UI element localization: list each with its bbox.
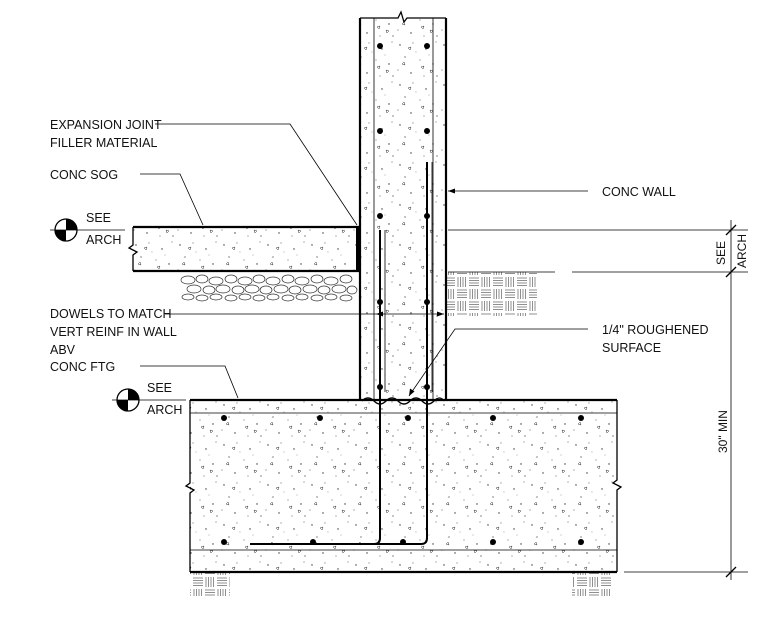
elev-arch-label-1: ARCH xyxy=(86,233,121,247)
conc-ftg-label: CONC FTG xyxy=(50,360,115,374)
soil-hatch xyxy=(190,272,612,596)
dim-see-label: SEE xyxy=(714,241,728,265)
elev-see-label-2: SEE xyxy=(147,381,172,395)
slab-on-grade xyxy=(127,225,360,273)
expansion-joint-label: EXPANSION JOINT xyxy=(50,118,162,132)
conc-sog-label: CONC SOG xyxy=(50,168,118,182)
dimensions: SEE ARCH 30" MIN xyxy=(448,220,749,580)
gravel-base xyxy=(180,274,358,302)
dim-30-min-label: 30" MIN xyxy=(716,410,730,453)
filler-material-label: FILLER MATERIAL xyxy=(50,136,157,150)
elev-see-label-1: SEE xyxy=(86,211,111,225)
conc-wall-label: CONC WALL xyxy=(602,185,676,199)
elevation-marker-footing: SEE ARCH xyxy=(112,381,186,417)
concrete-wall xyxy=(358,10,448,405)
dowel-bars xyxy=(250,300,428,545)
dowels-label-1: DOWELS TO MATCH xyxy=(50,307,172,321)
roughened-label-2: SURFACE xyxy=(602,341,661,355)
dim-arch-label: ARCH xyxy=(735,234,749,268)
dowels-label-3: ABV xyxy=(50,343,76,357)
leader-lines xyxy=(140,123,588,399)
concrete-footing xyxy=(184,398,623,574)
elev-arch-label-2: ARCH xyxy=(147,403,182,417)
dowels-label-2: VERT REINF IN WALL xyxy=(50,325,177,339)
callout-labels: EXPANSION JOINT FILLER MATERIAL CONC SOG… xyxy=(50,118,709,374)
rebar-dots xyxy=(221,43,584,545)
roughened-label-1: 1/4" ROUGHENED xyxy=(602,323,709,337)
elevation-marker-slab: SEE ARCH xyxy=(50,211,125,247)
